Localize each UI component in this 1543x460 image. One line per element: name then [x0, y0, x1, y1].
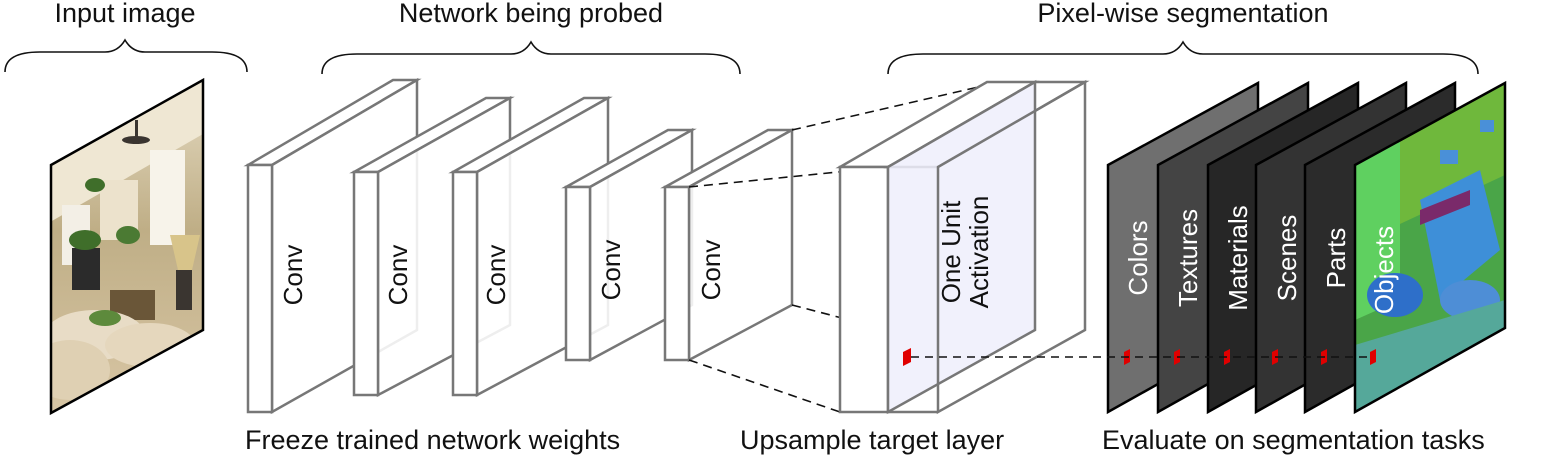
segmentation-plane-objects: Objects [1353, 80, 1507, 415]
task-label: Objects [1369, 226, 1399, 314]
caption-upsample-target-layer: Upsample target layer [740, 425, 1004, 455]
conv-label: Conv [383, 245, 413, 306]
task-label: Materials [1223, 205, 1253, 310]
activation-label-line2: Activation [964, 196, 994, 309]
task-label: Textures [1173, 209, 1203, 307]
heading-pixel-wise-segmentation: Pixel-wise segmentation [1037, 0, 1328, 28]
conv-label: Conv [696, 240, 726, 301]
brace-input [4, 38, 248, 73]
caption-evaluate-segmentation: Evaluate on segmentation tasks [1102, 425, 1485, 455]
brace-network [321, 40, 741, 75]
conv-label: Conv [481, 245, 511, 306]
activation-marker [903, 348, 911, 366]
conv-label: Conv [596, 240, 626, 301]
heading-network-being-probed: Network being probed [399, 0, 663, 28]
task-label: Parts [1321, 228, 1351, 289]
conv-layer-5: Conv [660, 127, 797, 363]
conv-label: Conv [278, 245, 308, 306]
heading-input-image: Input image [54, 0, 195, 28]
task-label: Scenes [1272, 215, 1302, 302]
caption-freeze-weights: Freeze trained network weights [245, 425, 620, 455]
input-image [49, 77, 205, 416]
brace-segmentation [887, 40, 1479, 75]
upsampled-layer: One Unit Activation [835, 79, 1090, 415]
activation-label-line1: One Unit [936, 200, 966, 303]
task-label: Colors [1123, 220, 1153, 295]
